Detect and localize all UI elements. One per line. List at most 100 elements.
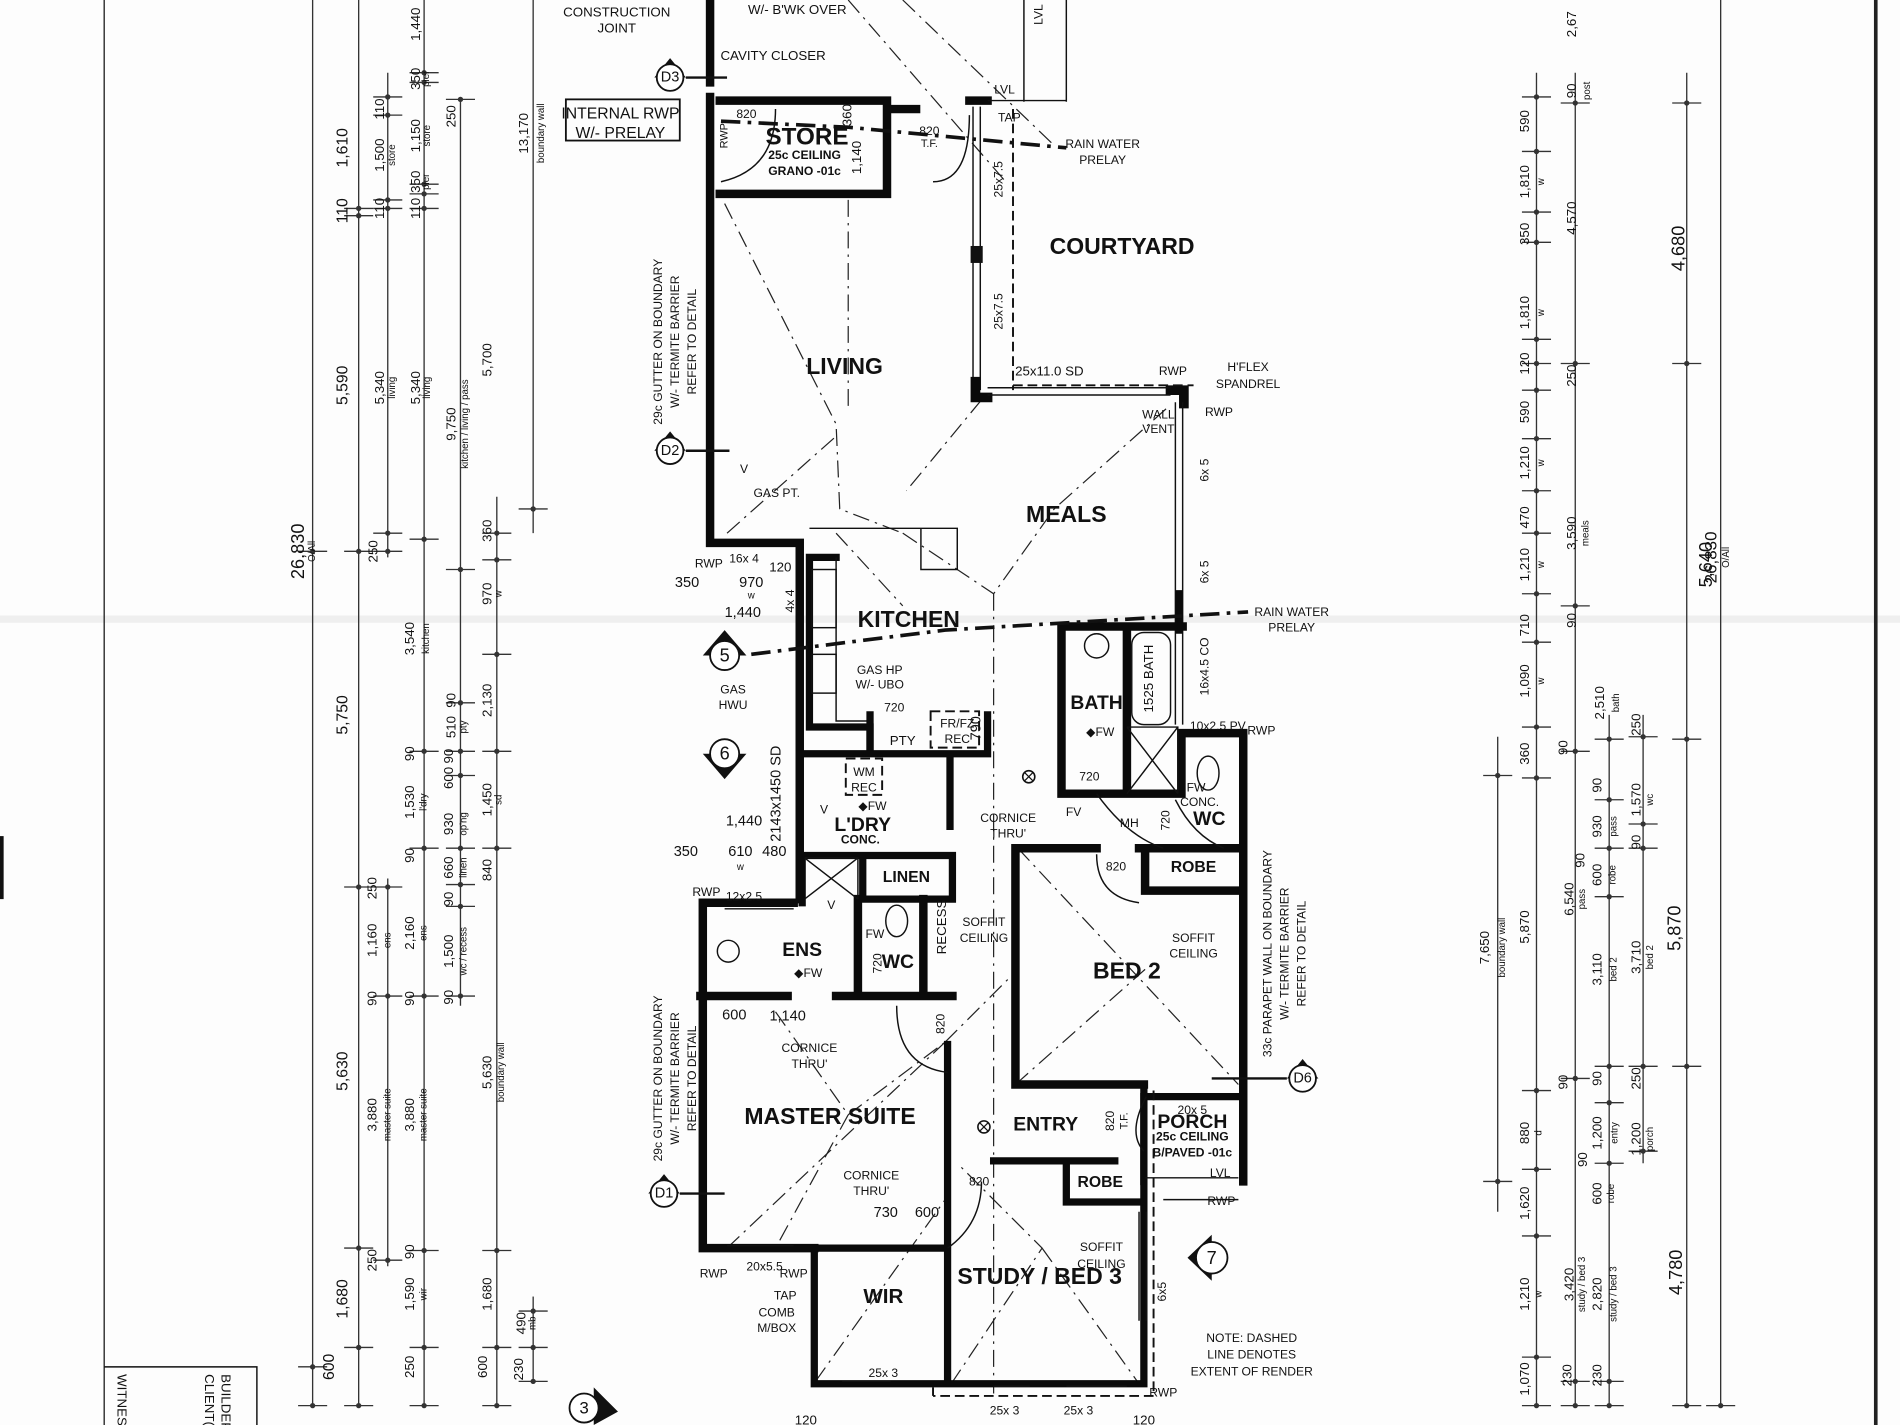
- annotation-text: HWU: [719, 698, 748, 712]
- annotation-text: EXTENT OF RENDER: [1191, 1365, 1313, 1379]
- dimension-dot: [457, 845, 464, 851]
- dimension-dot: [1533, 435, 1540, 442]
- dimension-text: 1,200: [1590, 1116, 1605, 1149]
- marker-label: D6: [1293, 1070, 1312, 1086]
- annotation-text: 25x11.0 SD: [1015, 363, 1084, 378]
- dimension-dot: [457, 903, 464, 910]
- annotation-text: V: [827, 898, 836, 912]
- dimension-dot: [1533, 724, 1540, 730]
- annotation-text: SOFFIT: [962, 915, 1006, 929]
- dimension-dot: [1684, 1402, 1690, 1409]
- annotation-text: CAVITY CLOSER: [720, 48, 825, 63]
- dimension-text: 1,610: [334, 128, 351, 168]
- dimension-text: 1,570: [1628, 783, 1643, 816]
- dimension-text: 5,750: [334, 695, 351, 735]
- dimension-dot: [421, 79, 427, 86]
- dimension-text: d: [1533, 1130, 1544, 1135]
- annotation-text: RWP: [1247, 724, 1275, 738]
- dimension-dot: [1572, 603, 1578, 609]
- room-label-linen: LINEN: [883, 869, 930, 886]
- dimension-text: 90: [1575, 1152, 1590, 1167]
- dimension-text: 90: [1590, 778, 1605, 793]
- dimension-dot: [385, 205, 391, 212]
- dimension-dot: [356, 1402, 362, 1409]
- dimension-text: 1,810: [1517, 296, 1532, 329]
- room-label-robe-bed2: ROBE: [1171, 859, 1217, 876]
- dimension-text: 5,340: [372, 371, 387, 404]
- dimension-dot: [421, 748, 427, 754]
- annotation-text: REC: [944, 732, 970, 746]
- dimension-text: 590: [1517, 110, 1532, 132]
- dimension-dot: [1572, 360, 1578, 367]
- annotation-text: THRU': [791, 1057, 827, 1071]
- dimension-text: 5,640: [1696, 542, 1716, 587]
- annotation-text: 16x4.5 CO: [1197, 638, 1211, 696]
- annotation-text: 610: [728, 844, 752, 860]
- annotation-text: RWP: [1149, 1385, 1177, 1399]
- dimension-text: 350: [408, 171, 423, 193]
- dimension-dot: [1684, 1063, 1690, 1069]
- annotation-text: FW: [865, 927, 884, 941]
- annotation-text: W/- TERMITE BARRIER: [668, 1012, 682, 1145]
- dimension-text: 1,530: [402, 786, 417, 819]
- annotation-text: 820: [919, 124, 939, 138]
- dimension-dot: [1684, 100, 1690, 106]
- dimension-dot: [530, 1344, 536, 1351]
- dimension-dot: [1606, 797, 1612, 803]
- dimension-text: 600: [1590, 864, 1605, 886]
- dimension-text: 2,130: [480, 684, 495, 717]
- annotation-text: MH: [1120, 816, 1139, 830]
- annotation-text: 120: [1133, 1413, 1155, 1425]
- dimension-text: 3,710: [1628, 941, 1643, 974]
- room-label-wc: WC: [1193, 808, 1225, 830]
- basin: [716, 939, 740, 963]
- dimension-text: 1,680: [480, 1277, 495, 1310]
- dimension-text: 3,540: [402, 622, 417, 655]
- dimension-text: 1,160: [365, 924, 380, 957]
- room-label-ensuite: ENS: [782, 939, 822, 961]
- dimension-dot: [1606, 1160, 1612, 1166]
- annotation-text: RWP: [692, 885, 720, 899]
- annotation-text: FW: [1187, 781, 1206, 795]
- annotation-text: GAS: [720, 682, 746, 696]
- dimension-text: 490: [514, 1312, 529, 1334]
- room-label-store-ceiling: 25c CEILING: [768, 148, 841, 162]
- dimension-dot: [356, 1245, 362, 1251]
- dimension-text: 250: [1628, 1067, 1643, 1089]
- annotation-text: TAP: [774, 1288, 797, 1302]
- dimension-text: 930: [1590, 815, 1605, 837]
- room-label-master-suite: MASTER SUITE: [744, 1103, 915, 1129]
- annotation-text: V: [740, 462, 749, 476]
- dimension-text: 590: [1517, 401, 1532, 423]
- annotation-text: 820: [933, 1014, 947, 1034]
- annotation-text: 730: [874, 1205, 898, 1221]
- annotation-text: RAIN WATER: [1254, 605, 1329, 619]
- dimension-text: 26,830: [1701, 531, 1720, 583]
- roof-hip-lines: [724, 0, 1239, 1394]
- room-label-robe-study: ROBE: [1077, 1174, 1123, 1191]
- annotation-text: SOFFIT: [1172, 931, 1216, 945]
- annotation-text: INTERNAL RWP: [561, 105, 679, 122]
- marker-label: 5: [720, 646, 730, 666]
- dimension-dot: [457, 566, 464, 573]
- annotation-text: JOINT: [598, 20, 636, 35]
- dimension-text: post: [1582, 81, 1593, 100]
- marker-label: 3: [579, 1399, 588, 1418]
- dimension-text: w: [1533, 1290, 1544, 1299]
- annotation-text: 120: [795, 1413, 817, 1425]
- internal-rwp-box: [564, 98, 681, 142]
- dimension-text: 110: [372, 198, 387, 219]
- annotation-text: RECESS: [934, 899, 949, 954]
- dimension-text: 600: [321, 1353, 338, 1380]
- dimension-dot: [530, 1308, 536, 1314]
- annotation-text: 720: [870, 953, 884, 973]
- dimension-text: robe: [1607, 865, 1618, 884]
- dimension-text: mb: [528, 1316, 539, 1329]
- dimension-text: master suite: [382, 1088, 393, 1141]
- annotation-text: LVL: [994, 83, 1015, 97]
- section-marker-d3: D3: [654, 58, 728, 92]
- room-label-wc-ensuite: WC: [882, 951, 914, 973]
- annotation-text: CORNICE: [782, 1041, 838, 1055]
- dimension-text: 880: [1517, 1122, 1532, 1144]
- section-marker-3: 3: [568, 1387, 618, 1425]
